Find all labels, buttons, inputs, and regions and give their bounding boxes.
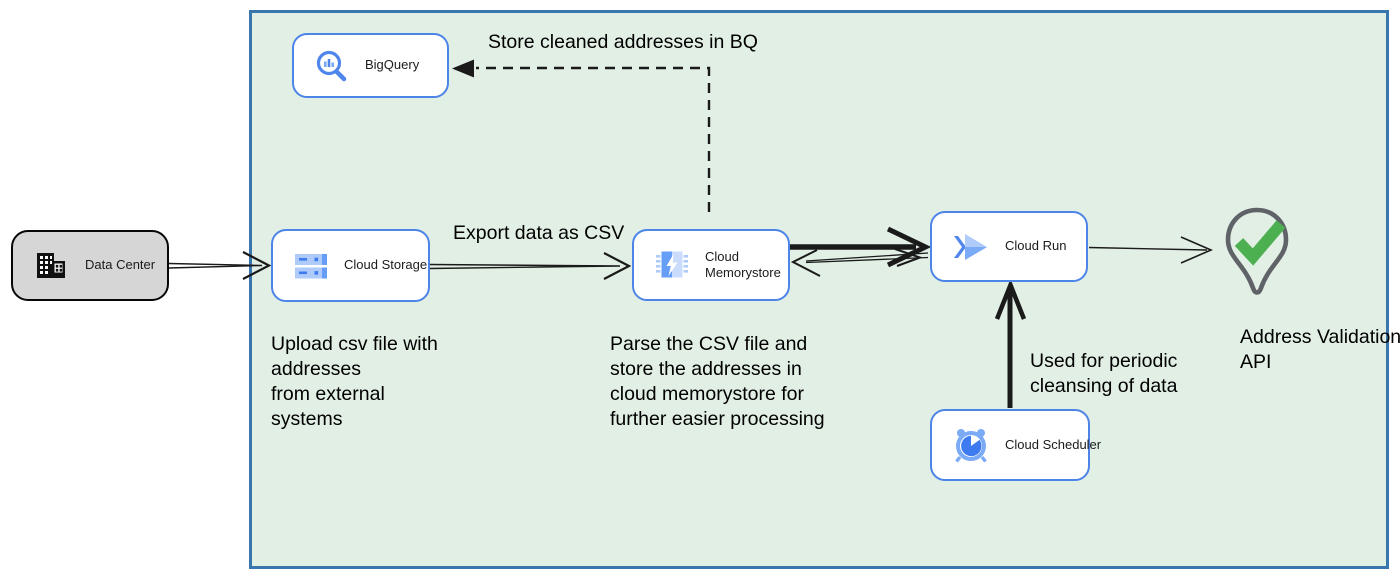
- cloud-memorystore-label: Cloud Memorystore: [705, 248, 781, 280]
- data-center-label: Data Center: [85, 257, 156, 273]
- cloud-storage-label: Cloud Storage: [344, 257, 428, 273]
- building-icon: [37, 252, 65, 278]
- bigquery-icon: [316, 50, 347, 81]
- bigquery-label: BigQuery: [365, 57, 420, 73]
- cloud-storage-icon: [295, 253, 327, 278]
- cloud-storage-node: Cloud Storage: [271, 229, 430, 302]
- cloud-memorystore-node: Cloud Memorystore: [632, 229, 790, 301]
- memorystore-icon: [656, 251, 688, 278]
- note-export-csv: Export data as CSV: [453, 222, 625, 244]
- bigquery-node: BigQuery: [292, 33, 449, 98]
- cloud-scheduler-label: Cloud Scheduler: [1005, 436, 1102, 452]
- gcp-boundary: [249, 10, 1389, 569]
- location-pin-check-icon: [1225, 207, 1289, 295]
- note-store-bq: Store cleaned addresses in BQ: [488, 31, 758, 53]
- cloud-run-node: Cloud Run: [930, 211, 1088, 282]
- cloud-run-icon: [954, 233, 987, 260]
- address-validation-pin: [1220, 205, 1294, 314]
- cloud-scheduler-node: Cloud Scheduler: [930, 409, 1101, 481]
- api-label: Address Validation API: [1240, 326, 1400, 373]
- cloud-scheduler-icon: [955, 429, 987, 463]
- data-center-node: Data Center: [11, 230, 169, 301]
- note-upload: Upload csv file with addresses from exte…: [271, 333, 438, 430]
- note-parse: Parse the CSV file and store the address…: [610, 333, 825, 430]
- note-periodic: Used for periodic cleansing of data: [1030, 350, 1178, 397]
- cloud-run-label: Cloud Run: [1005, 238, 1067, 254]
